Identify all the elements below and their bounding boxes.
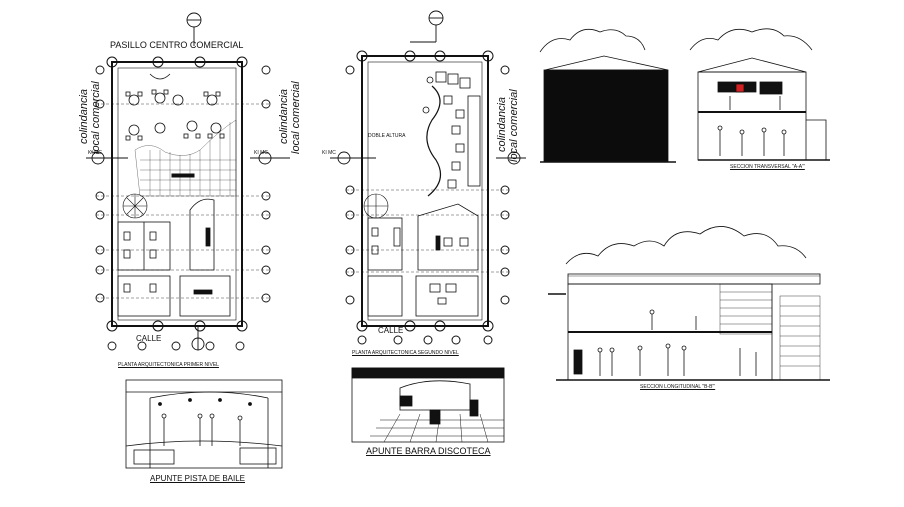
long-section-bb <box>548 226 830 381</box>
title-section-aa: SECCION TRANSVERSAL "A-A'" <box>730 164 805 170</box>
label-kmc-left: KI MC <box>88 150 102 156</box>
label-kmc-right: KI MC <box>254 150 268 156</box>
people-figures-aa <box>717 96 787 156</box>
title-apunte-pista: APUNTE PISTA DE BAILE <box>150 474 245 483</box>
grid-columns-top <box>106 56 248 332</box>
stair-plan1 <box>122 193 148 219</box>
exterior-elevation <box>539 28 676 163</box>
label-local-comercial-a: local comercial <box>90 81 102 154</box>
label-doble-altura: DOBLE ALTURA <box>368 133 406 139</box>
label-colindancia-a: colindancia <box>78 88 90 144</box>
plan-second-level <box>330 10 526 345</box>
plan-first-level <box>86 12 290 351</box>
label-calle-1: CALLE <box>136 334 162 343</box>
people-figures-bb <box>597 309 757 376</box>
label-colindancia-c: colindancia <box>496 96 508 152</box>
label-colindancia-b: colindancia <box>278 88 290 144</box>
label-pasillo: PASILLO CENTRO COMERCIAL <box>110 40 244 50</box>
sketch-dance-floor <box>125 379 283 469</box>
title-plan-second: PLANTA ARQUITECTONICA SEGUNDO NIVEL <box>352 350 459 356</box>
title-section-bb: SECCION LONGITUDINAL "B-B'" <box>640 384 716 390</box>
sketch-bar <box>351 367 505 443</box>
stair-plan2 <box>363 193 389 219</box>
cross-section-aa <box>689 28 830 161</box>
lounge-furniture-plan2 <box>422 71 481 189</box>
axis-bubbles-plan1 <box>95 65 271 351</box>
section-marker-plan2 <box>330 10 526 165</box>
red-accent-panel <box>735 83 745 93</box>
brick-wall <box>719 283 821 381</box>
title-plan-first: PLANTA ARQUITECTONICA PRIMER NIVEL <box>118 362 219 368</box>
label-calle-2: CALLE <box>378 326 404 335</box>
restrooms-plan1 <box>117 198 231 317</box>
grid-columns-plan2 <box>345 50 510 345</box>
dance-floor-tiles <box>134 119 237 197</box>
label-local-comercial-b: local comercial <box>290 81 302 154</box>
section-marker-plan1 <box>86 12 290 351</box>
restrooms-plan2 <box>367 203 479 317</box>
label-kmc-left-2: KI MC <box>322 150 336 156</box>
title-apunte-barra: APUNTE BARRA DISCOTECA <box>366 446 491 456</box>
tables-chairs-plan1 <box>125 73 225 141</box>
label-local-comercial-c: local comercial <box>508 89 520 162</box>
